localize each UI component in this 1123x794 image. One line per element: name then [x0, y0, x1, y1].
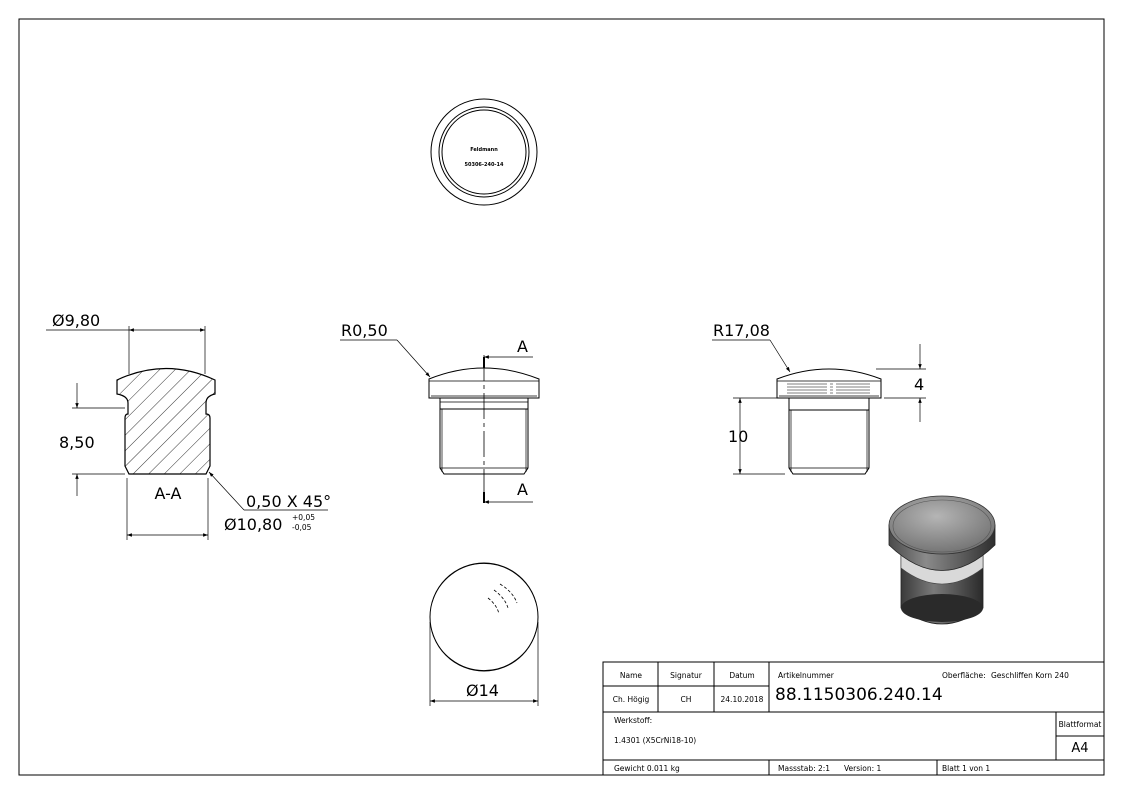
top-view: Feldmann 50306-240-14 — [430, 98, 538, 206]
artikelnummer-value: 88.1150306.240.14 — [775, 685, 943, 705]
dim-radius-side: R17,08 — [713, 321, 770, 340]
blatt: Blatt 1 von 1 — [942, 764, 990, 773]
signatur-value: CH — [681, 695, 692, 704]
dim-dia-bottom: Ø10,80 — [224, 515, 282, 534]
dim-radius-front: R0,50 — [341, 321, 388, 340]
dim-diameter-bottom: Ø14 — [466, 681, 499, 700]
tol-upper: +0,05 — [292, 513, 315, 522]
title-block: Name Signatur Datum Ch. Högig CH 24.10.2… — [602, 661, 1105, 776]
gewicht: Gewicht 0.011 kg — [614, 764, 680, 773]
marking-line2: 50306-240-14 — [465, 162, 504, 168]
section-label: A-A — [155, 484, 182, 503]
datum-value: 24.10.2018 — [721, 695, 764, 704]
side-view: R17,08 4 10 — [712, 321, 926, 475]
dim-chamfer: 0,50 X 45° — [246, 492, 331, 511]
name-value: Ch. Högig — [613, 695, 650, 704]
col-datum: Datum — [729, 671, 754, 680]
col-name: Name — [620, 671, 643, 680]
dim-body-height: 10 — [728, 427, 748, 446]
massstab: Massstab: 2:1 — [778, 764, 830, 773]
blattformat-value: A4 — [1071, 741, 1088, 756]
cut-label-top: A — [517, 337, 528, 356]
dim-head-height: 4 — [914, 375, 924, 394]
front-view: A A R0,50 — [340, 321, 540, 505]
marking-line1: Feldmann — [470, 147, 498, 153]
version: Version: 1 — [844, 764, 881, 773]
drawing-frame — [18, 18, 1105, 776]
blattformat-label: Blattformat — [1059, 720, 1102, 729]
oberflaeche-value: Geschliffen Korn 240 — [991, 671, 1069, 680]
iso-view — [888, 495, 996, 625]
section-view: Ø9,80 8,50 A-A 0,50 X 45° Ø10,80 +0,05 -… — [46, 311, 331, 540]
werkstoff-value: 1.4301 (X5CrNi18-10) — [614, 736, 696, 745]
dim-height: 8,50 — [59, 433, 95, 452]
col-signatur: Signatur — [670, 671, 703, 680]
werkstoff-label: Werkstoff: — [614, 716, 652, 725]
oberflaeche-label: Oberfläche: — [942, 671, 986, 680]
dim-dia-top: Ø9,80 — [52, 311, 100, 330]
tol-lower: -0,05 — [292, 523, 312, 532]
cut-label-bottom: A — [517, 480, 528, 499]
artikelnummer-label: Artikelnummer — [778, 671, 835, 680]
bottom-view: Ø14 — [429, 562, 539, 706]
